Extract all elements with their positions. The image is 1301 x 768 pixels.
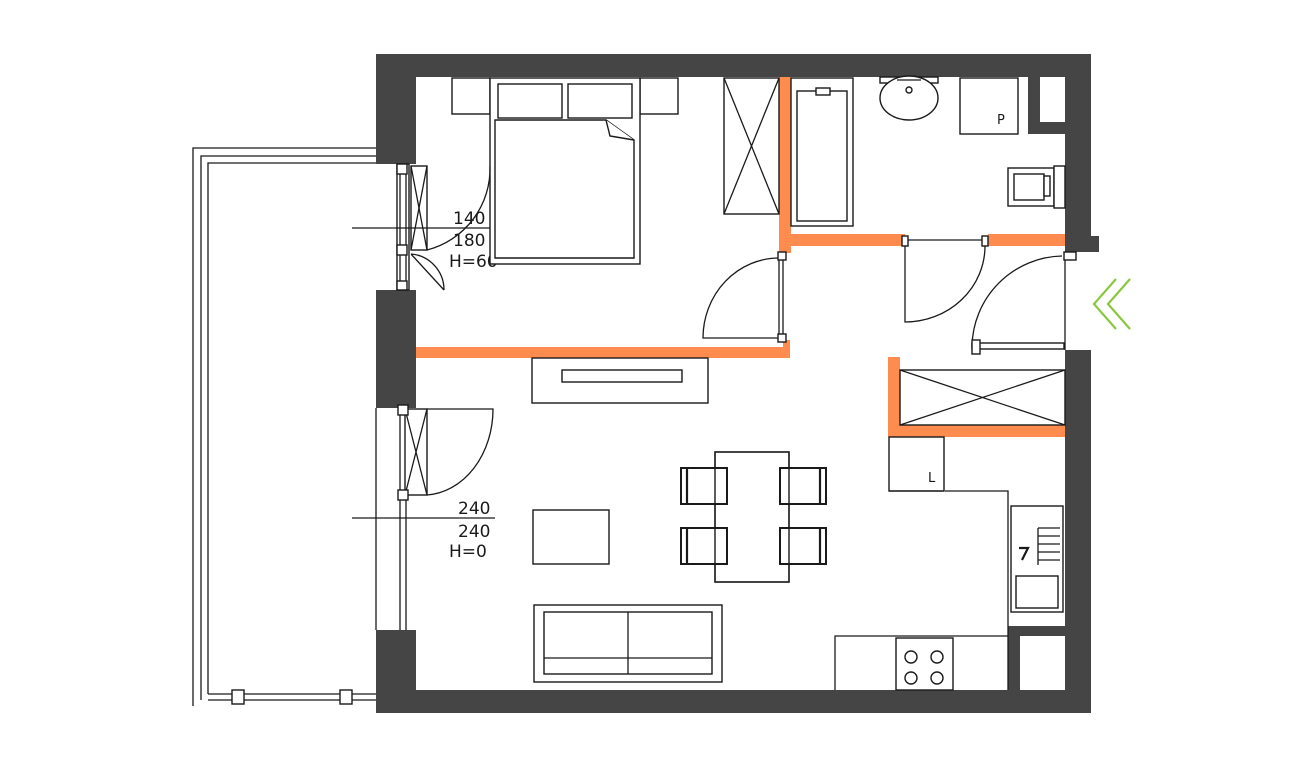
partition-closet-west — [888, 357, 900, 437]
bed — [451, 77, 679, 265]
shaft-wall — [1008, 626, 1068, 636]
sofa — [533, 604, 723, 683]
window-upper — [396, 163, 491, 291]
bathtub — [790, 77, 854, 227]
shaft-wall — [1028, 54, 1040, 134]
washing-machine: P — [959, 77, 1019, 135]
window-swing — [426, 165, 491, 251]
window-upper-width: 140 — [453, 209, 485, 229]
partition-bathroom-west — [779, 77, 791, 253]
wall-bottom — [376, 690, 1091, 713]
duvet-fold — [605, 119, 635, 141]
door-bedroom — [702, 251, 787, 343]
partitions — [416, 77, 1065, 437]
railing-post — [231, 689, 245, 705]
wall-right-upper — [1065, 54, 1091, 252]
shaft-wall — [1008, 626, 1020, 696]
chair — [680, 467, 728, 505]
door-bathroom — [901, 235, 989, 323]
door-entrance — [971, 251, 1077, 355]
window-lower-sill: H=0 — [449, 542, 487, 562]
coffee-table — [532, 509, 610, 565]
window-lower-label: 240 240 H=0 — [352, 499, 495, 562]
washing-machine-label: P — [997, 113, 1005, 128]
duvet — [494, 119, 635, 259]
window-swing — [410, 253, 445, 291]
balcony — [192, 147, 376, 706]
wall-left-upper — [376, 54, 416, 164]
washbasin — [879, 75, 939, 121]
fridge-label: L — [928, 471, 936, 486]
wall-left-middle — [376, 290, 416, 408]
window-upper-label: 140 180 H=60 — [352, 209, 498, 272]
structural-walls — [376, 54, 1099, 713]
window-upper-height: 180 — [453, 231, 485, 251]
window-upper-sill: H=60 — [449, 252, 498, 272]
partition-bathroom-south-east — [988, 234, 1065, 246]
wardrobe-bedroom — [723, 77, 780, 215]
pillow — [567, 83, 633, 119]
partition-closet-south — [888, 425, 1065, 437]
wall-top — [376, 54, 1091, 77]
wall-right-lower — [1065, 350, 1091, 713]
chair — [779, 527, 827, 565]
wall-jamb — [1091, 236, 1099, 252]
window-swing — [426, 408, 494, 496]
railing-post — [339, 689, 353, 705]
double-chevron-left-icon — [1092, 278, 1131, 330]
partition-bedroom-living — [416, 347, 790, 358]
partition-bathroom-south — [779, 234, 905, 246]
pillow — [497, 83, 563, 119]
nightstand — [451, 77, 491, 115]
chair — [680, 527, 728, 565]
sink — [1010, 505, 1064, 613]
tv-stand — [531, 357, 709, 404]
cooktop — [895, 637, 954, 691]
nightstand — [639, 77, 679, 115]
chair — [779, 467, 827, 505]
window-lower — [375, 404, 494, 630]
partition-stub — [783, 340, 790, 358]
wardrobe-hall — [899, 369, 1066, 426]
toilet — [1007, 165, 1066, 209]
window-lower-width: 240 — [458, 499, 490, 519]
shaft-wall — [1028, 122, 1068, 134]
dining-set — [680, 451, 827, 583]
fridge — [888, 436, 945, 492]
kitchen: L — [834, 436, 1064, 691]
window-lower-height: 240 — [458, 522, 490, 542]
